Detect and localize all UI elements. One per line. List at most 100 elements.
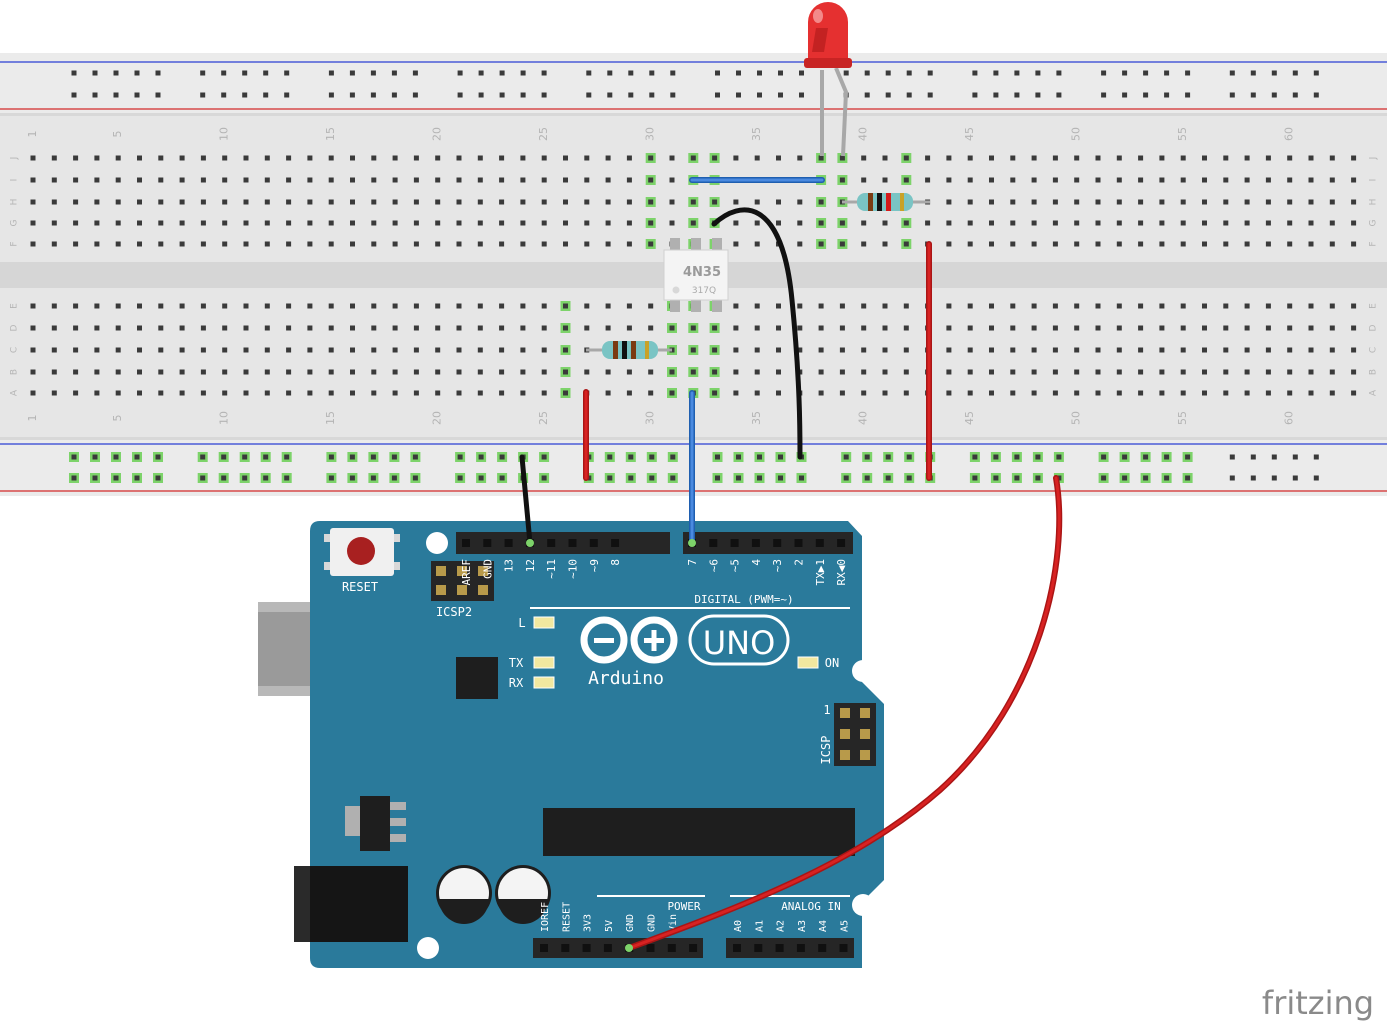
- breadboard-hole: [222, 177, 228, 183]
- breadboard-hole: [286, 325, 292, 331]
- rail-hole: [1185, 454, 1191, 460]
- black-wire-ground[interactable]: [711, 207, 803, 460]
- breadboard-hole: [158, 220, 164, 226]
- rail-hole: [906, 70, 912, 76]
- header-pin[interactable]: [504, 539, 513, 547]
- breadboard-hole: [903, 303, 909, 309]
- rail-hole: [1035, 70, 1041, 76]
- header-pin[interactable]: [709, 539, 718, 547]
- resistor-top[interactable]: [842, 193, 930, 211]
- breadboard-hole: [1052, 241, 1058, 247]
- breadboard-hole: [328, 177, 334, 183]
- breadboard-hole: [541, 199, 547, 205]
- header-pin[interactable]: [775, 944, 784, 952]
- header-pin[interactable]: [483, 539, 492, 547]
- rail-hole: [1014, 454, 1020, 460]
- breadboard-hole: [1180, 155, 1186, 161]
- header-pin[interactable]: [733, 944, 741, 952]
- breadboard-hole: [477, 220, 483, 226]
- header-pin[interactable]: [646, 944, 655, 952]
- breadboard-hole: [30, 177, 36, 183]
- breadboard-hole: [413, 347, 419, 353]
- breadboard-hole: [818, 199, 824, 205]
- breadboard-hole: [413, 199, 419, 205]
- breadboard-hole: [1244, 347, 1250, 353]
- header-pin[interactable]: [730, 539, 739, 547]
- header-pin[interactable]: [547, 539, 556, 547]
- header-pin[interactable]: [773, 539, 782, 547]
- breadboard-hole: [690, 220, 696, 226]
- rail-hole: [242, 92, 248, 98]
- header-pin[interactable]: [837, 539, 846, 547]
- rail-hole: [715, 70, 720, 76]
- header-pin[interactable]: [818, 944, 827, 952]
- breadboard-hole: [563, 199, 568, 205]
- header-pin[interactable]: [689, 944, 698, 952]
- header-pin[interactable]: [603, 944, 612, 952]
- breadboard-hole: [1265, 390, 1271, 396]
- breadboard-hole: [1351, 220, 1357, 226]
- breadboard-hole: [435, 220, 441, 226]
- row-letter: C: [1369, 347, 1379, 353]
- header-pin[interactable]: [794, 539, 803, 547]
- breadboard-hole: [1223, 199, 1229, 205]
- header-pin[interactable]: [751, 539, 760, 547]
- breadboard-hole: [115, 220, 121, 226]
- breadboard-hole: [51, 199, 57, 205]
- rail-hole: [370, 92, 376, 98]
- row-letter: H: [10, 199, 20, 206]
- breadboard-hole: [861, 177, 867, 183]
- header-pin[interactable]: [754, 944, 763, 952]
- breadboard-hole: [861, 325, 867, 331]
- rail-hole: [1164, 454, 1170, 460]
- breadboard-hole: [435, 177, 441, 183]
- column-number: 15: [324, 127, 337, 141]
- uno-label: UNO: [703, 624, 776, 662]
- rail-hole: [221, 92, 227, 98]
- rail-hole: [736, 454, 741, 460]
- rail-hole: [972, 70, 978, 76]
- breadboard-hole: [51, 241, 57, 247]
- row-letter: F: [10, 241, 20, 246]
- header-pin[interactable]: [568, 539, 577, 547]
- rail-hole: [628, 475, 634, 481]
- breadboard-hole: [328, 390, 334, 396]
- breadboard-hole: [456, 177, 462, 183]
- breadboard-hole: [690, 199, 696, 205]
- breadboard-hole: [1244, 390, 1250, 396]
- header-pin[interactable]: [582, 944, 591, 952]
- breadboard-hole: [392, 325, 398, 331]
- resistor-bottom[interactable]: [586, 341, 672, 359]
- breadboard-hole: [413, 325, 419, 331]
- breadboard-hole: [903, 241, 909, 247]
- breadboard-hole: [30, 369, 36, 375]
- breadboard-hole: [413, 390, 419, 396]
- breadboard-hole: [1308, 390, 1314, 396]
- red-led[interactable]: [804, 2, 852, 157]
- optocoupler-4n35[interactable]: 4N35 317Q: [663, 238, 729, 312]
- breadboard-hole: [563, 177, 568, 183]
- header-pin[interactable]: [815, 539, 824, 547]
- rail-hole: [670, 454, 676, 460]
- breadboard-hole: [179, 303, 185, 309]
- rail-hole: [649, 475, 655, 481]
- header-pin[interactable]: [589, 539, 598, 547]
- column-number: 55: [1176, 411, 1189, 425]
- breadboard-hole: [626, 369, 632, 375]
- reset-button[interactable]: [324, 528, 400, 576]
- breadboard-hole: [30, 325, 36, 331]
- header-pin[interactable]: [839, 944, 848, 952]
- digital-pin-label: ~6: [707, 559, 720, 572]
- header-pin[interactable]: [540, 944, 548, 952]
- breadboard-hole: [371, 199, 377, 205]
- header-pin[interactable]: [462, 539, 470, 547]
- header-pin[interactable]: [561, 944, 570, 952]
- breadboard-hole: [158, 199, 164, 205]
- breadboard-hole: [1052, 369, 1058, 375]
- header-pin[interactable]: [667, 944, 676, 952]
- black-wire-arduino-gnd[interactable]: [519, 454, 533, 546]
- header-pin[interactable]: [611, 539, 620, 547]
- header-pin[interactable]: [796, 944, 805, 952]
- rail-hole: [906, 475, 912, 481]
- rail-hole: [1229, 475, 1235, 481]
